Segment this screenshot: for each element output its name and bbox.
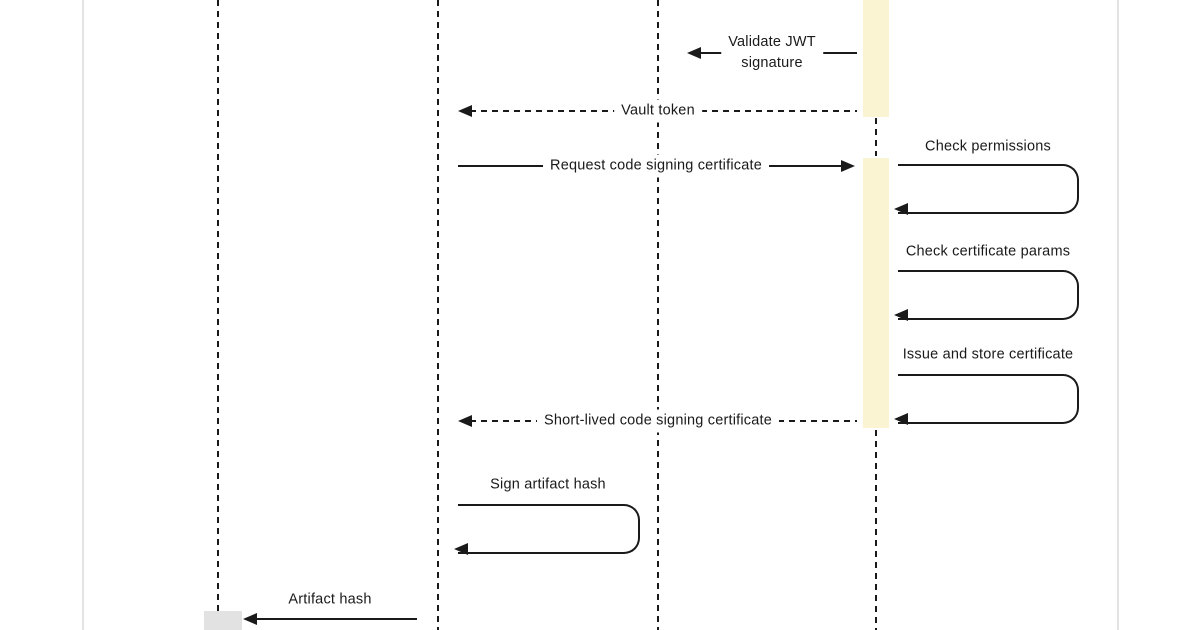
canvas-border-right [1117, 0, 1119, 630]
self-message-loop-check-permissions [898, 164, 1079, 214]
message-label-validate-jwt-line2: signature [741, 55, 803, 71]
message-label-validate-jwt: Validate JWT signature [721, 31, 823, 75]
activation-bar-bottom-left [204, 611, 242, 630]
self-message-label-check-params: Check certificate params [898, 240, 1078, 264]
arrowhead-right-icon [841, 160, 855, 172]
arrowhead-left-icon [894, 203, 908, 215]
message-label-request-cert: Request code signing certificate [543, 154, 769, 178]
lifeline-4-upper-segment [875, 118, 877, 156]
self-message-label-sign-hash: Sign artifact hash [483, 473, 613, 497]
lifeline-1 [217, 0, 219, 612]
arrowhead-left-icon [458, 105, 472, 117]
activation-bar-top [863, 0, 889, 117]
self-message-loop-check-params [898, 270, 1079, 320]
self-message-loop-issue-cert [898, 374, 1079, 424]
arrowhead-left-icon [243, 613, 257, 625]
lifeline-4-lower-segment [875, 430, 877, 630]
arrowhead-left-icon [894, 309, 908, 321]
activation-bar-main [863, 158, 889, 428]
arrowhead-left-icon [458, 415, 472, 427]
canvas-border-left [82, 0, 84, 630]
self-message-label-check-permissions: Check permissions [918, 135, 1058, 159]
self-message-label-issue-cert: Issue and store certificate [895, 343, 1081, 367]
message-line-artifact-hash [257, 618, 417, 620]
lifeline-2 [437, 0, 439, 630]
arrowhead-left-icon [687, 47, 701, 59]
self-message-loop-sign-hash [458, 504, 640, 554]
lifeline-3 [657, 0, 659, 630]
arrowhead-left-icon [454, 543, 468, 555]
message-label-artifact-hash: Artifact hash [281, 588, 379, 612]
message-label-short-lived-cert: Short-lived code signing certificate [536, 409, 780, 433]
message-label-vault-token: Vault token [614, 99, 702, 123]
message-label-validate-jwt-line1: Validate JWT [728, 34, 816, 50]
arrowhead-left-icon [894, 413, 908, 425]
